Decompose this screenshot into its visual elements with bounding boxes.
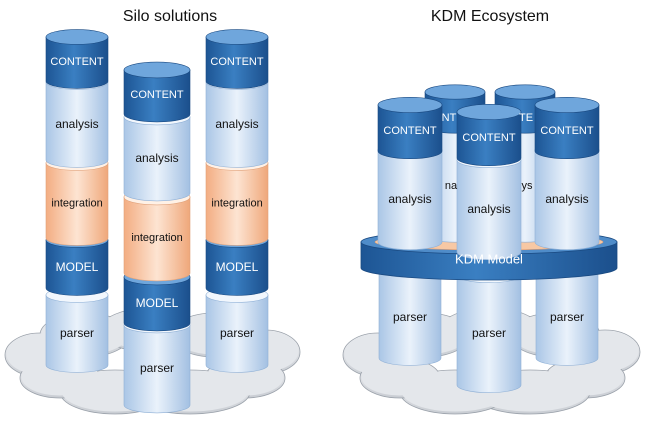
kdm-right-analysis-label: analysis <box>545 192 588 206</box>
back-fragment-nt: NT <box>442 112 457 124</box>
silo-c-integration-label: integration <box>211 197 262 209</box>
kdm-model-label: KDM Model <box>455 252 523 267</box>
silo-b-content <box>123 61 191 123</box>
silo-c-analysis-label: analysis <box>215 117 258 131</box>
kdm-parser-center-label: parser <box>472 326 506 340</box>
silo-a-content <box>45 29 109 89</box>
kdm-center-analysis-label: analysis <box>467 202 510 216</box>
cylinder-layer <box>45 29 618 414</box>
kdm-parser-right-label: parser <box>550 310 584 324</box>
kdm-left-content-label: CONTENT <box>383 125 436 137</box>
label-layer: parserMODELintegrationanalysisCONTENTpar… <box>50 56 593 375</box>
silo-b-model-label: MODEL <box>136 296 179 310</box>
silo-c-content-label: CONTENT <box>210 56 263 68</box>
side-fragment-na: na <box>445 180 458 192</box>
silo-b-parser-label: parser <box>140 361 174 375</box>
kdm-parser-left-label: parser <box>393 310 427 324</box>
silo-a-integration-label: integration <box>51 197 102 209</box>
kdm-right-content-label: CONTENT <box>540 125 593 137</box>
silo-b-integration-label: integration <box>131 232 182 244</box>
kdm-right-content <box>534 97 600 159</box>
silo-c-model-label: MODEL <box>216 260 259 274</box>
back-fragment-te: TE <box>519 112 533 124</box>
side-fragment-ys: ys <box>522 180 534 192</box>
silo-b-analysis-label: analysis <box>135 151 178 165</box>
silo-a-content-label: CONTENT <box>50 56 103 68</box>
kdm-left-content <box>377 97 443 159</box>
silo-a-analysis-label: analysis <box>55 117 98 131</box>
silo-a-parser-label: parser <box>60 326 94 340</box>
kdm-center-content-label: CONTENT <box>462 132 515 144</box>
silo-solutions-title: Silo solutions <box>122 8 218 25</box>
kdm-center-content <box>456 104 522 166</box>
kdm-ecosystem-title: KDM Ecosystem <box>430 8 550 25</box>
silo-b-content-label: CONTENT <box>130 89 183 101</box>
silo-a-model-label: MODEL <box>56 260 99 274</box>
kdm-left-analysis-label: analysis <box>388 192 431 206</box>
silo-c-parser-label: parser <box>220 326 254 340</box>
silo-c-content <box>205 29 269 89</box>
